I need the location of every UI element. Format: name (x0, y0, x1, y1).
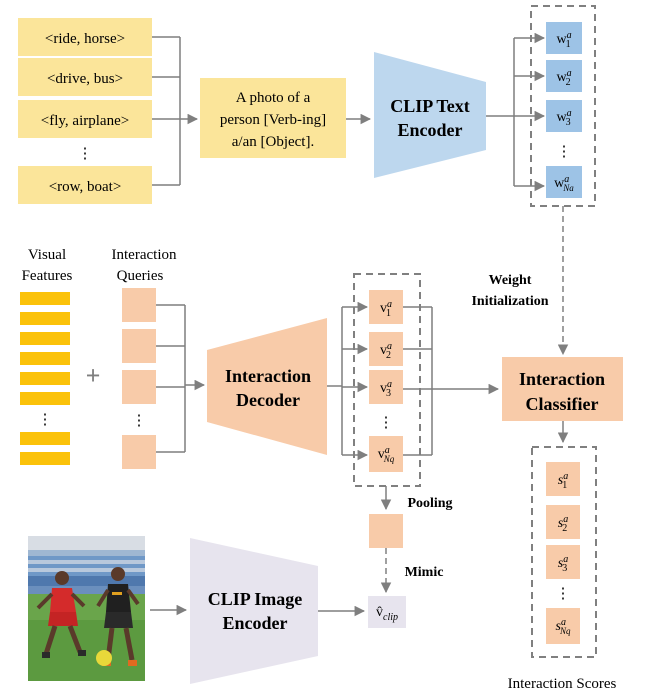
score-3 (546, 545, 580, 579)
clip-text-encoder (374, 52, 486, 178)
visual-feature-bar (20, 432, 70, 445)
output-merge-connectors (403, 306, 500, 456)
triplet-label-2: <drive, bus> (47, 71, 123, 87)
visual-feature-bar (20, 372, 70, 385)
text-weight-3 (546, 100, 582, 132)
text-weight-ellipsis: ⋮ (557, 144, 572, 160)
prompt-line-1: A photo of a (236, 90, 311, 106)
interaction-decoder (207, 318, 327, 455)
interaction-query (122, 288, 156, 322)
text-weight-1 (546, 22, 582, 54)
visual-feature-ellipsis: ⋮ (38, 412, 53, 428)
visual-features-label-1: Visual (28, 247, 66, 263)
interaction-decoder-line-2: Decoder (236, 390, 300, 410)
score-ellipsis: ⋮ (556, 586, 571, 602)
triplet-box-4 (18, 166, 152, 204)
triplet-label-1: <ride, horse> (45, 31, 125, 47)
decoder-outputs-dashed-group (353, 273, 421, 487)
interaction-classifier-line-1: Interaction (519, 369, 605, 389)
visual-feature-bar (20, 292, 70, 305)
weight-init-line-1: Weight (489, 273, 532, 288)
interaction-scores-label: Interaction Scores (508, 676, 617, 692)
visual-feature-bar (20, 332, 70, 345)
input-photo (28, 536, 145, 681)
score-n (546, 608, 580, 644)
clip-text-encoder-line-2: Encoder (398, 120, 463, 140)
interaction-queries-label-2: Queries (117, 268, 164, 284)
clip-image-encoder-line-2: Encoder (223, 613, 288, 633)
triplet-label-3: <fly, airplane> (41, 113, 129, 129)
visual-feature-bar (20, 452, 70, 465)
triplet-label-4: <row, boat> (49, 179, 122, 195)
weight-init-line-2: Initialization (471, 294, 548, 309)
prompt-line-3: a/an [Object]. (232, 134, 314, 150)
decoder-output-2 (369, 332, 403, 366)
interaction-query-stack (122, 288, 156, 469)
pooling-label: Pooling (407, 496, 452, 511)
decoder-output-1 (369, 290, 403, 324)
text-weight-n (546, 166, 582, 198)
visual-feature-bar (20, 352, 70, 365)
clip-image-encoder-line-1: CLIP Image (208, 589, 303, 609)
triplet-connectors (152, 36, 199, 186)
interaction-classifier (502, 357, 623, 421)
decoder-output-ellipsis: ⋮ (379, 415, 394, 431)
pooled-feature (369, 514, 403, 548)
clip-text-encoder-line-1: CLIP Text (390, 96, 470, 116)
interaction-query-ellipsis: ⋮ (132, 413, 147, 429)
visual-features-label-2: Features (22, 268, 73, 284)
visual-feature-bar (20, 392, 70, 405)
decoder-output-3 (369, 370, 403, 404)
triplet-ellipsis: ⋮ (78, 146, 93, 162)
triplet-list: <ride, horse> <drive, bus> <fly, airplan… (18, 18, 152, 204)
scores-dashed-group (531, 446, 597, 658)
interaction-classifier-line-2: Classifier (526, 394, 599, 414)
triplet-box-3 (18, 100, 152, 138)
triplet-box-2 (18, 58, 152, 96)
interaction-query (122, 435, 156, 469)
score-2 (546, 505, 580, 539)
mimic-label: Mimic (405, 565, 444, 580)
text-weight-2 (546, 60, 582, 92)
interaction-query (122, 370, 156, 404)
decoder-connectors (327, 301, 369, 461)
interaction-queries-label-1: Interaction (112, 247, 177, 263)
prompt-box (200, 78, 346, 158)
v-clip-label: v̂clip (376, 605, 398, 623)
text-encoder-connectors (486, 32, 546, 192)
v-clip-token (368, 596, 406, 628)
interaction-query (122, 329, 156, 363)
query-connectors (156, 304, 206, 453)
clip-image-encoder (190, 538, 318, 684)
interaction-decoder-line-1: Interaction (225, 366, 311, 386)
decoder-output-n (369, 436, 403, 472)
plus-sign: + (86, 361, 101, 390)
visual-feature-bar (20, 312, 70, 325)
visual-feature-stack (20, 292, 70, 465)
score-1 (546, 462, 580, 496)
prompt-line-2: person [Verb-ing] (220, 112, 326, 128)
triplet-box-1 (18, 18, 152, 56)
